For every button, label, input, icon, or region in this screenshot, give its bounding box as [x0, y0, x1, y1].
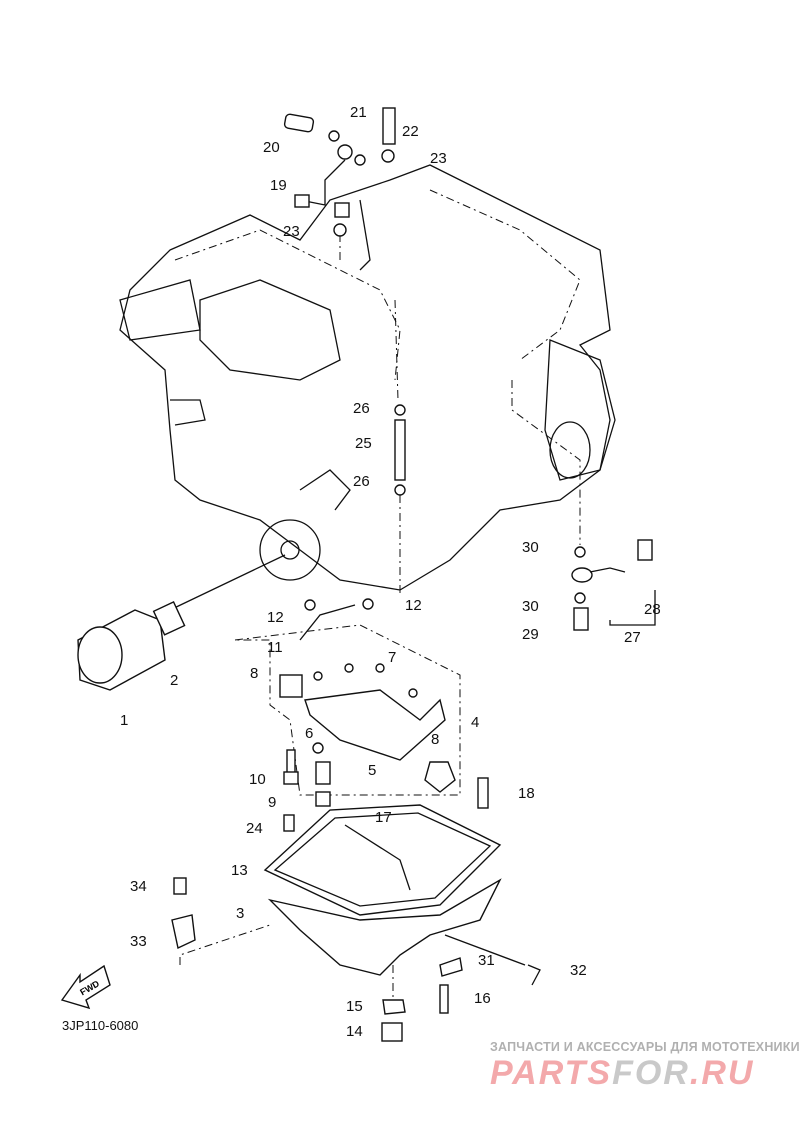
engine-crankcase — [119, 164, 616, 591]
watermark-subtitle: ЗАПЧАСТИ И АКСЕССУАРЫ ДЛЯ МОТОТЕХНИКИ — [490, 1040, 800, 1054]
callout-11: 11 — [267, 639, 283, 656]
callout-33: 33 — [130, 933, 147, 950]
fwd-arrow-icon: FWD — [60, 964, 111, 1010]
oil-strainer-assembly — [279, 598, 456, 832]
callout-17: 17 — [375, 809, 392, 826]
callout-21: 21 — [350, 104, 367, 121]
callout-12: 12 — [405, 597, 422, 614]
callout-numbers: 2021222319232625263030292827121211721846… — [120, 104, 661, 1040]
callout-24: 24 — [246, 820, 263, 837]
callout-29: 29 — [522, 626, 539, 643]
callout-20: 20 — [263, 139, 280, 156]
callout-23: 23 — [430, 150, 447, 167]
oil-pan — [263, 777, 502, 976]
callout-7: 7 — [388, 649, 396, 666]
watermark-logo-parts: PARTS — [490, 1054, 613, 1092]
callout-9: 9 — [268, 794, 276, 811]
callout-31: 31 — [478, 952, 495, 969]
callout-15: 15 — [346, 998, 363, 1015]
callout-30: 30 — [522, 539, 539, 556]
callout-23: 23 — [283, 223, 300, 240]
callout-13: 13 — [231, 862, 248, 879]
callout-18: 18 — [518, 785, 535, 802]
callout-10: 10 — [249, 771, 266, 788]
callout-30: 30 — [522, 598, 539, 615]
callout-5: 5 — [368, 762, 376, 779]
callout-19: 19 — [270, 177, 287, 194]
leader-lines — [169, 235, 656, 1000]
callout-32: 32 — [570, 962, 587, 979]
callout-8: 8 — [250, 665, 258, 682]
lower-small-parts — [171, 877, 541, 1042]
callout-16: 16 — [474, 990, 491, 1007]
callout-6: 6 — [305, 725, 313, 742]
callout-28: 28 — [644, 601, 661, 618]
callout-26: 26 — [353, 473, 370, 490]
callout-1: 1 — [120, 712, 128, 729]
watermark-logo-ru: .RU — [689, 1054, 755, 1092]
callout-4: 4 — [471, 714, 479, 731]
callout-22: 22 — [402, 123, 419, 140]
callout-3: 3 — [236, 905, 244, 922]
oil-filter — [77, 601, 186, 691]
watermark-logo: PARTSFOR.RU — [490, 1054, 754, 1093]
upper-oil-pipe-parts — [283, 107, 396, 237]
callout-12: 12 — [267, 609, 284, 626]
callout-26: 26 — [353, 400, 370, 417]
callout-25: 25 — [355, 435, 372, 452]
callout-34: 34 — [130, 878, 147, 895]
callout-27: 27 — [624, 629, 641, 646]
callout-2: 2 — [170, 672, 178, 689]
callout-8: 8 — [431, 731, 439, 748]
diagram-code: 3JP110-6080 — [62, 1018, 139, 1033]
watermark-logo-for: FOR — [612, 1054, 690, 1092]
neutral-switch-parts — [571, 539, 653, 631]
callout-14: 14 — [346, 1023, 363, 1040]
oil-pipe-25 — [394, 404, 406, 496]
